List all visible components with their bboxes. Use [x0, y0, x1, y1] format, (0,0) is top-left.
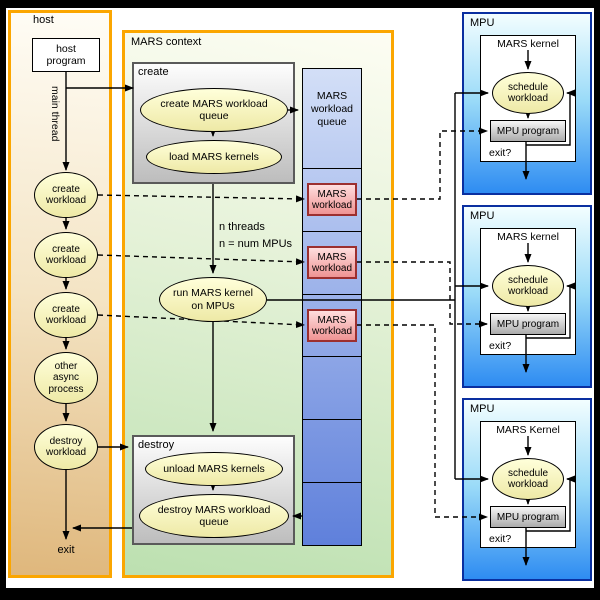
unload-mars-kernels-node: unload MARS kernels: [145, 452, 283, 486]
threads-note: n threads n = num MPUs: [219, 219, 292, 253]
mars-kernel-title-1: MARS kernel: [497, 38, 559, 50]
mars-workload-box-1: MARS workload: [307, 183, 357, 216]
mpu-program-box-1: MPU program: [490, 120, 566, 142]
create-workload-node-2: create workload: [34, 232, 98, 278]
other-async-process-node: other async process: [34, 352, 98, 404]
schedule-workload-node-3: schedule workload: [492, 458, 564, 500]
mars-kernel-title-2: MARS kernel: [497, 231, 559, 243]
mpu-program-box-3: MPU program: [490, 506, 566, 528]
load-mars-kernels-node: load MARS kernels: [146, 140, 282, 174]
mpu-exit-label-2: exit?: [489, 340, 512, 352]
run-mars-kernel-node: run MARS kernel on MPUs: [159, 277, 267, 322]
create-section-title: create: [138, 66, 169, 78]
mars-context-title: MARS context: [131, 36, 202, 48]
create-mars-workload-queue-node: create MARS workload queue: [140, 88, 288, 132]
queue-slot: [303, 356, 361, 419]
mpu-title-3: MPU: [470, 403, 495, 415]
destroy-mars-workload-queue-node: destroy MARS workload queue: [139, 494, 289, 538]
mars-workload-box-2: MARS workload: [307, 246, 357, 279]
queue-slot: [303, 419, 361, 482]
schedule-workload-node-1: schedule workload: [492, 72, 564, 114]
host-exit-label: exit: [57, 544, 75, 556]
mpu-title-1: MPU: [470, 17, 495, 29]
mars-workload-queue-column: [302, 68, 362, 546]
destroy-workload-node: destroy workload: [34, 424, 98, 470]
mpu-exit-label-3: exit?: [489, 533, 512, 545]
queue-title: MARS workload queue: [310, 90, 354, 129]
mars-workload-box-3: MARS workload: [307, 309, 357, 342]
mpu-title-2: MPU: [470, 210, 495, 222]
queue-slot: [303, 230, 361, 294]
destroy-section-title: destroy: [138, 439, 175, 451]
threads-note-line-1: n threads: [219, 221, 265, 233]
host-program-box: host program: [32, 38, 100, 72]
create-workload-node-3: create workload: [34, 292, 98, 338]
mpu-program-box-2: MPU program: [490, 313, 566, 335]
threads-note-line-2: n = num MPUs: [219, 238, 293, 250]
create-workload-node-1: create workload: [34, 172, 98, 218]
host-title: host: [33, 14, 54, 26]
queue-slot: [303, 293, 361, 357]
queue-slot: [303, 482, 361, 545]
mpu-exit-label-1: exit?: [489, 147, 512, 159]
main-thread-label: main thread: [49, 86, 61, 142]
schedule-workload-node-2: schedule workload: [492, 265, 564, 307]
queue-header-cell: [303, 69, 361, 169]
mars-kernel-title-3: MARS Kernel: [496, 424, 560, 436]
